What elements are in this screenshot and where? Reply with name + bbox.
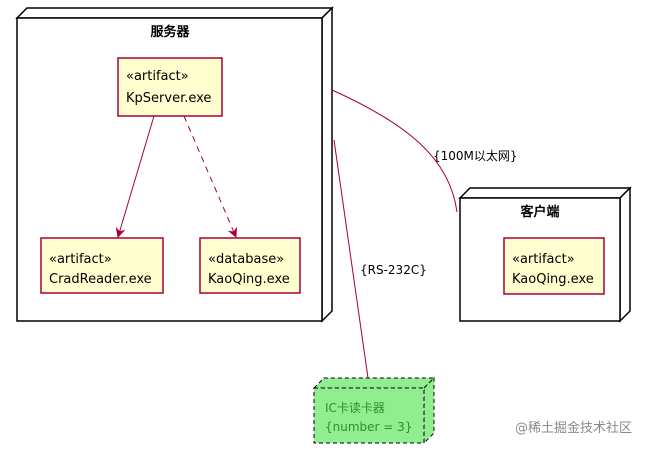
kpserver-to-cardreader-edge <box>115 115 155 238</box>
artifact-kaoqing-client: «artifact» KaoQing.exe <box>503 237 605 295</box>
artifact-kaoqing-database-name: KaoQing.exe <box>208 272 290 287</box>
artifact-kpserver-stereotype: «artifact» <box>126 69 189 84</box>
artifact-kpserver-name: KpServer.exe <box>126 91 211 106</box>
artifact-kaoqing-database-stereotype: «database» <box>208 252 284 267</box>
client-node-title: 客户端 <box>520 204 559 220</box>
artifact-kpserver: «artifact» KpServer.exe <box>117 57 223 117</box>
artifact-kaoqing-database: «database» KaoQing.exe <box>199 237 301 294</box>
network-edge-label: {100M以太网} <box>433 148 518 163</box>
ic-card-reader-number: {number = 3} <box>325 420 412 434</box>
ic-card-reader-title: IC卡读卡器 <box>325 401 385 415</box>
server-node-title: 服务器 <box>150 24 190 40</box>
serial-edge-label: {RS-232C} <box>360 263 427 277</box>
artifact-cardreader: «artifact» CradReader.exe <box>40 237 164 294</box>
serial-edge <box>333 139 369 379</box>
watermark: @稀土掘金技术社区 <box>515 420 632 436</box>
artifact-cardreader-name: CradReader.exe <box>49 272 152 287</box>
artifact-cardreader-stereotype: «artifact» <box>49 252 112 267</box>
ic-card-reader-node: IC卡读卡器 {number = 3} <box>312 376 436 445</box>
network-edge <box>331 89 458 213</box>
artifact-kaoqing-client-stereotype: «artifact» <box>512 252 575 267</box>
artifact-kaoqing-client-name: KaoQing.exe <box>512 272 594 287</box>
